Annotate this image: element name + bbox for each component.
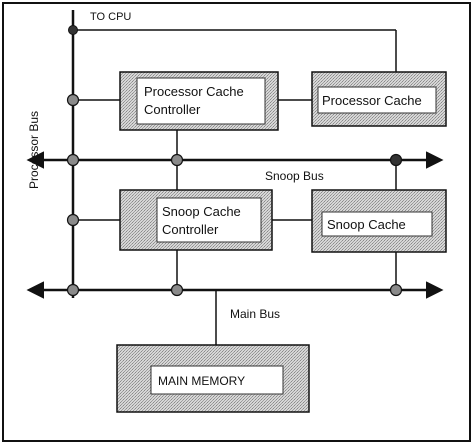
snoop-cache-controller-line2: Controller	[162, 222, 219, 237]
snoop-cache-label: Snoop Cache	[327, 217, 406, 232]
processor-cache-controller-block: Processor Cache Controller	[119, 71, 279, 131]
junction-pcc-snoop-bus	[170, 153, 184, 167]
junction-scc-main-bus	[170, 283, 184, 297]
junction-scc-processor-bus	[66, 213, 80, 227]
junction-snoop-cache-main-bus	[389, 283, 403, 297]
processor-bus-label: Processor Bus	[27, 111, 41, 189]
processor-cache-controller-line2: Controller	[144, 102, 201, 117]
snoop-cache-block: Snoop Cache	[311, 189, 447, 253]
junctions	[66, 93, 403, 297]
junction-processor-bus-snoop-bus	[66, 153, 80, 167]
main-bus-label: Main Bus	[230, 307, 280, 321]
processor-cache-block: Processor Cache	[311, 71, 447, 127]
junction-pcc-processor-bus	[66, 93, 80, 107]
to-cpu-label: TO CPU	[90, 11, 131, 23]
snoop-cache-controller-block: Snoop Cache Controller	[119, 189, 273, 251]
snoop-bus-label: Snoop Bus	[265, 169, 324, 183]
outer-frame	[2, 2, 471, 442]
snoop-cache-controller-line1: Snoop Cache	[162, 204, 241, 219]
main-memory-label: MAIN MEMORY	[158, 374, 245, 388]
processor-cache-label: Processor Cache	[322, 93, 422, 108]
junction-snoop-cache-snoop-bus	[389, 153, 403, 167]
to-cpu-junction	[68, 25, 78, 35]
junction-processor-bus-main-bus	[66, 283, 80, 297]
processor-cache-controller-line1: Processor Cache	[144, 84, 244, 99]
main-memory-block: MAIN MEMORY	[116, 344, 310, 413]
